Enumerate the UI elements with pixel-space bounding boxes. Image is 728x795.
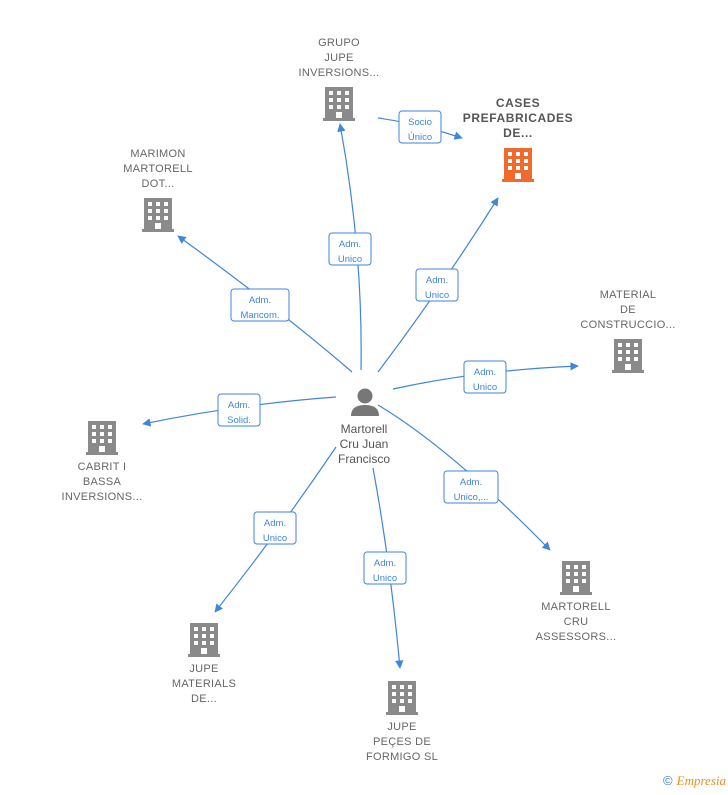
edge-label-box[interactable] (230, 288, 290, 322)
edge-label-box[interactable] (398, 110, 442, 144)
edge-to-jupe-peces: Adm. Unico (363, 467, 407, 669)
company-label-line: MARTORELL (123, 163, 193, 175)
company-label-line: GRUPO (318, 37, 360, 49)
company-label-line: MATERIALS (172, 678, 236, 690)
edge-label-line: Adm. (264, 518, 286, 529)
company-label-line: CRU (564, 616, 589, 628)
edge-label-line: Unico (473, 382, 497, 393)
company-label-line: CASES (496, 96, 540, 110)
company-label-line: DE... (191, 693, 217, 705)
company-label-line: DE... (503, 126, 533, 140)
edge-label-line: Adm. (374, 558, 396, 569)
building-icon (502, 148, 534, 182)
company-node-cases-prefabricades[interactable]: CASESPREFABRICADESDE... (463, 96, 573, 182)
building-icon (188, 623, 220, 657)
company-label-line: PEÇES DE (373, 736, 431, 748)
company-label-line: PREFABRICADES (463, 111, 573, 125)
company-label-line: FORMIGO SL (366, 751, 438, 763)
edge-to-jupe-materials: Adm. Unico (214, 446, 337, 613)
company-label-line: MARIMON (130, 148, 185, 160)
edge-to-assessors: Adm. Unico,... (377, 404, 551, 551)
nodes-layer: GRUPO JUPE INVERSIONS... CASESPREFABRICADES… (62, 37, 676, 763)
person-icon (351, 388, 379, 416)
footer-brand: ©Empresia (663, 773, 726, 789)
edge-line (377, 404, 551, 551)
edge-to-marimon: Adm. Mancom. (177, 235, 353, 373)
edge-label-line: Adm. (249, 295, 271, 306)
company-label-line: MARTORELL (541, 601, 611, 613)
edge-label-line: Adm. (474, 367, 496, 378)
company-label-line: ASSESSORS... (536, 631, 617, 643)
edge-label-box[interactable] (443, 470, 499, 504)
company-label-line: DE (620, 304, 636, 316)
building-icon (142, 198, 174, 232)
company-node-jupe-materials[interactable]: JUPE MATERIALS DE... (172, 623, 236, 705)
edge-to-grupo-jupe: Adm. Unico (328, 123, 372, 371)
edge-label-line: Adm. (460, 477, 482, 488)
edge-label-line: Único (408, 132, 432, 143)
edge-label-line: Solid. (227, 415, 251, 426)
company-node-material-construccio[interactable]: MATERIAL DE CONSTRUCCIO... (580, 289, 675, 373)
company-label-line: DOT... (142, 178, 175, 190)
brand-name: Empresia (676, 773, 726, 788)
building-icon (386, 681, 418, 715)
edge-label-line: Adm. (339, 239, 361, 250)
edge-label-box[interactable] (328, 232, 372, 266)
edge-label-line: Unico (373, 573, 397, 584)
edge-to-cabrit: Adm. Solid. (142, 393, 337, 427)
company-label-line: JUPE (387, 721, 416, 733)
center-label-line-3: Francisco (338, 452, 390, 466)
edge-label-line: Unico,... (454, 492, 489, 503)
center-label-line-2: Cru Juan (340, 437, 389, 451)
building-icon (86, 421, 118, 455)
company-node-grupo-jupe[interactable]: GRUPO JUPE INVERSIONS... (299, 37, 380, 121)
edge-label-line: Adm. (426, 275, 448, 286)
company-label-line: MATERIAL (600, 289, 657, 301)
edge-label-box[interactable] (463, 360, 507, 394)
edge-label-line: Socio (408, 117, 432, 128)
building-icon (612, 339, 644, 373)
company-label-line: JUPE (324, 52, 353, 64)
company-node-marimon-martorell[interactable]: MARIMON MARTORELL DOT... (123, 148, 193, 232)
company-label-line: JUPE (189, 663, 218, 675)
edge-label-line: Unico (263, 533, 287, 544)
company-node-jupe-peces[interactable]: JUPE PEÇES DE FORMIGO SL (366, 681, 438, 763)
company-node-martorell-cru-assessors[interactable]: MARTORELL CRU ASSESSORS... (536, 561, 617, 643)
company-label-line: CABRIT I (78, 461, 127, 473)
center-person-node[interactable]: Martorell Cru Juan Francisco (338, 388, 390, 467)
edge-label-box[interactable] (253, 511, 297, 545)
company-label-line: INVERSIONS... (62, 491, 143, 503)
company-node-cabrit-bassa[interactable]: CABRIT I BASSA INVERSIONS... (62, 421, 143, 503)
company-label-line: INVERSIONS... (299, 67, 380, 79)
edge-label-line: Unico (338, 254, 362, 265)
edge-to-cases: Adm. Unico (377, 197, 499, 373)
copyright-icon: © (663, 773, 673, 788)
edge-label-line: Mancom. (240, 310, 279, 321)
edges-layer: Adm.UnicoSocioÚnicoAdm.UnicoAdm.Mancom.A… (142, 110, 579, 669)
center-label-line-1: Martorell (341, 422, 388, 436)
edge-label-box[interactable] (217, 393, 261, 427)
edge-label-box[interactable] (363, 551, 407, 585)
building-icon (323, 87, 355, 121)
edge-to-material: Adm. Unico (392, 360, 579, 394)
company-label-line: CONSTRUCCIO... (580, 319, 675, 331)
edge-label-line: Adm. (228, 400, 250, 411)
company-label-line: BASSA (83, 476, 122, 488)
edge-label-line: Unico (425, 290, 449, 301)
building-icon (560, 561, 592, 595)
edge-label-box[interactable] (415, 268, 459, 302)
